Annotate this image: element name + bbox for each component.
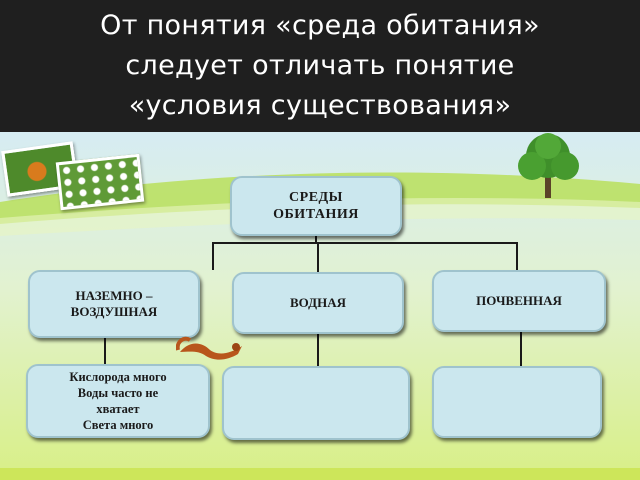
slide-title: От понятия «среда обитания» следует отли… xyxy=(100,10,540,121)
root-box: СРЕДЫ ОБИТАНИЯ xyxy=(230,176,402,236)
connector-middle-detail xyxy=(317,334,319,366)
bottom-strip xyxy=(0,468,640,480)
squirrel-illustration xyxy=(176,336,242,360)
connector-right-drop xyxy=(516,242,518,272)
connector-horizontal xyxy=(212,242,518,244)
habitat-box-water: ВОДНАЯ xyxy=(232,272,404,334)
daisies-photo xyxy=(55,153,145,211)
connector-left-detail xyxy=(104,338,106,366)
detail-box-soil xyxy=(432,366,602,438)
connector-left-drop xyxy=(212,242,214,270)
connector-root-down xyxy=(315,236,317,244)
tree-illustration xyxy=(518,133,579,198)
detail-box-ground-air: Кислорода много Воды часто не хватает Св… xyxy=(26,364,210,438)
connector-right-detail xyxy=(520,332,522,366)
detail-box-water xyxy=(222,366,410,440)
connector-middle-drop xyxy=(317,242,319,272)
habitat-box-ground-air: НАЗЕМНО – ВОЗДУШНАЯ xyxy=(28,270,200,338)
habitat-box-soil: ПОЧВЕННАЯ xyxy=(432,270,606,332)
